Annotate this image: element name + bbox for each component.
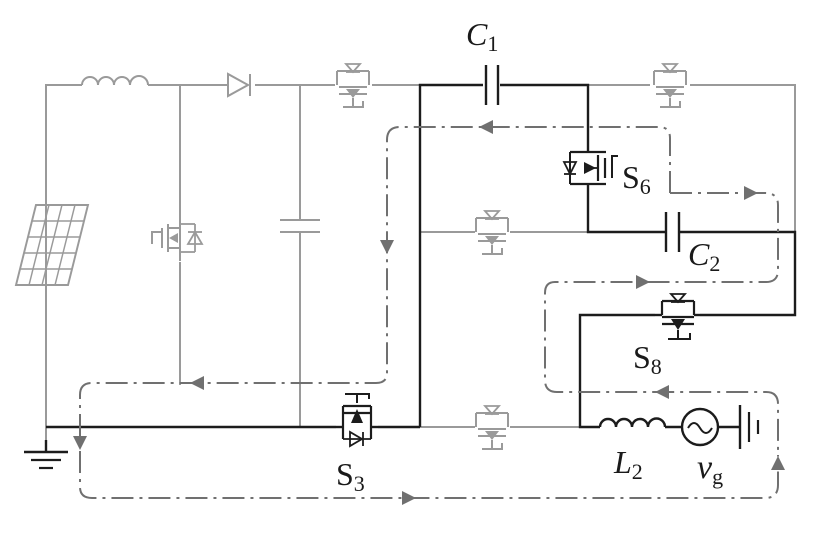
mosfet-icon	[653, 63, 687, 108]
solar-panel-icon	[14, 204, 90, 286]
label-s6: S6	[622, 159, 651, 199]
switch-s6-icon	[562, 140, 618, 198]
mosfet-icon	[151, 215, 204, 261]
current-path-loop-1	[79, 126, 779, 499]
active-wiring	[44, 83, 797, 452]
inductor-icon	[81, 75, 149, 86]
switch-s8-icon	[655, 293, 700, 340]
label-s8: S8	[633, 339, 662, 379]
ground-icon	[24, 450, 68, 470]
diode-icon	[227, 72, 251, 98]
capacitor-c1-icon	[484, 65, 500, 105]
capacitor-icon	[280, 219, 320, 233]
mosfet-icon	[336, 63, 370, 108]
inductor-l2-icon	[598, 417, 667, 428]
capacitor-c2-icon	[664, 212, 681, 252]
label-s3: S3	[336, 456, 365, 496]
switch-s3-icon	[336, 393, 378, 448]
ac-source-icon	[680, 407, 720, 447]
current-direction-arrows	[73, 120, 785, 505]
label-c1: C1	[466, 16, 498, 56]
mosfet-icon	[475, 210, 509, 255]
mosfet-icon	[475, 405, 509, 450]
label-vg: vg	[697, 449, 723, 489]
label-l2: L2	[613, 444, 643, 484]
ground-icon	[738, 405, 760, 449]
label-c2: C2	[688, 236, 720, 276]
